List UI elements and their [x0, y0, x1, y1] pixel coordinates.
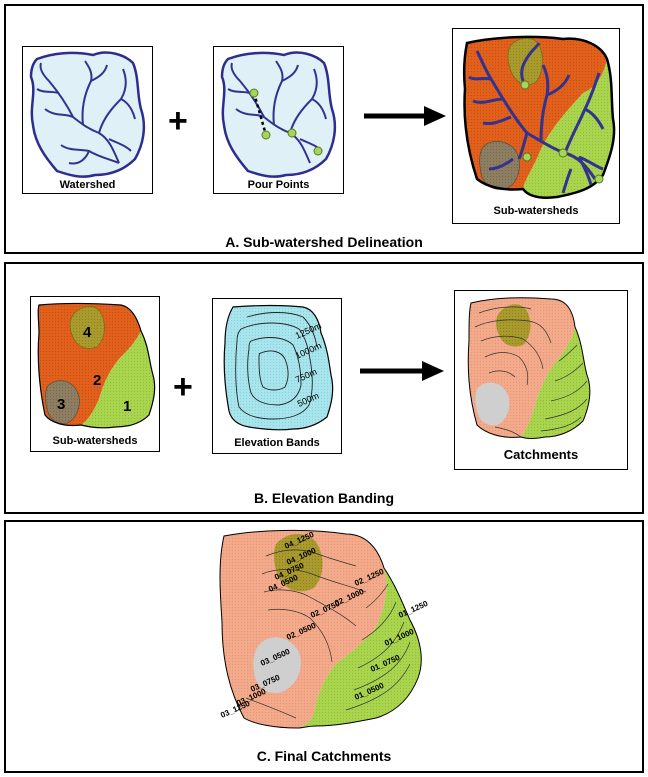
final-green-region — [298, 568, 422, 728]
sub-pour-point-3 — [558, 148, 568, 158]
final-catchments-map: 04_1250 04_1000 04_0750 04_0500 02_1250 … — [219, 529, 430, 729]
panel-final-catchments: 04_1250 04_1000 04_0750 04_0500 02_1250 … — [4, 520, 644, 773]
panel-c-title: C. Final Catchments — [256, 748, 392, 764]
final-olive-region — [273, 533, 323, 592]
b-subwatersheds-map: 4 2 3 1 — [37, 302, 156, 429]
pour-point-3 — [287, 128, 297, 138]
subwatersheds-label: Sub-watersheds — [493, 205, 579, 217]
sub-pour-point-4 — [594, 174, 604, 184]
b-sub3-region — [45, 380, 80, 424]
b-sub4-region — [69, 306, 105, 349]
catchments-boundary — [467, 297, 591, 439]
pour-points-tile: Pour Points — [213, 46, 344, 194]
elevation-bands-map: 1250m 1000m 750m 500m — [223, 304, 334, 431]
watershed-label: Watershed — [59, 179, 116, 191]
pour-point-2 — [261, 130, 271, 140]
sub-pour-point-1 — [520, 80, 530, 90]
b-subwatersheds-boundary — [37, 302, 156, 429]
b-subwatersheds-tile: 4 2 3 1 Sub-watersheds — [30, 296, 160, 452]
panel-a-title: A. Sub-watershed Delineation — [225, 234, 423, 250]
catchments-label: Catchments — [503, 447, 579, 462]
sub-number-1: 1 — [123, 398, 131, 415]
catchments-tile: Catchments — [454, 290, 628, 470]
elevation-bands-tile: 1250m 1000m 750m 500m Elevation Bands — [212, 298, 342, 454]
watershed-map — [29, 51, 146, 178]
pour-points-boundary — [220, 51, 337, 178]
right-arrow-icon — [364, 106, 446, 126]
pour-point-4 — [313, 146, 323, 156]
pour-point-link-line — [252, 92, 268, 136]
subwatersheds-map — [462, 35, 616, 199]
panel-b-title: B. Elevation Banding — [253, 490, 394, 506]
sub-number-3: 3 — [57, 396, 65, 413]
elevation-bands-label: Elevation Bands — [234, 437, 320, 449]
watershed-tile: Watershed — [22, 46, 153, 194]
watershed-boundary — [29, 51, 146, 178]
catchment-contours — [474, 306, 588, 438]
sub-number-4: 4 — [83, 324, 92, 341]
subwatersheds-tile: Sub-watersheds — [452, 28, 620, 224]
pour-points-map — [220, 51, 337, 178]
subwatersheds-boundary — [462, 35, 616, 199]
final-gray-region — [253, 637, 301, 694]
panel-subwatershed-delineation: Watershed + Pour Points — [4, 4, 644, 254]
pour-points-label: Pour Points — [247, 179, 310, 191]
subwatershed-streams — [468, 42, 605, 194]
catchments-map — [467, 297, 591, 439]
right-arrow-icon-b — [360, 361, 444, 381]
final-boundary — [219, 529, 422, 729]
sub-pour-point-2 — [522, 152, 532, 162]
sub-number-2: 2 — [93, 372, 101, 389]
plus-operator-b: + — [173, 368, 193, 406]
elevation-contours — [235, 312, 318, 420]
plus-operator-a: + — [168, 102, 188, 140]
final-contours — [245, 549, 411, 719]
stream-network — [36, 60, 136, 165]
catch-gray-region — [475, 382, 510, 426]
elevation-boundary — [223, 304, 334, 431]
panel-elevation-banding: 4 2 3 1 Sub-watersheds + 1250m 1000m 750… — [4, 262, 644, 514]
b-subwatersheds-label: Sub-watersheds — [52, 435, 138, 447]
b-sub1-region — [81, 331, 155, 428]
pour-point-1 — [249, 88, 259, 98]
